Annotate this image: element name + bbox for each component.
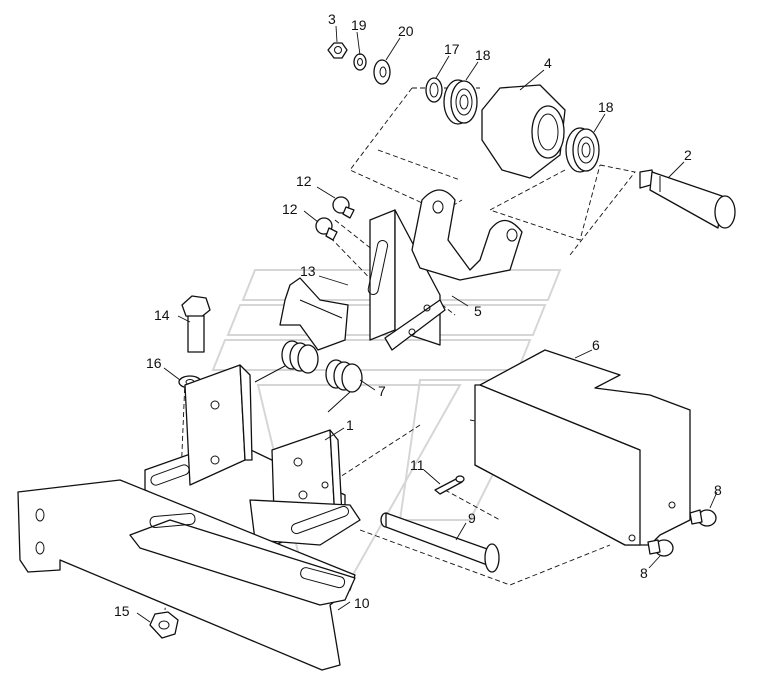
callout-19: 19	[351, 17, 367, 33]
part-4-roller	[481, 84, 566, 179]
callout-17: 17	[444, 41, 460, 57]
part-14-bolt	[181, 295, 211, 353]
callout-5: 5	[474, 303, 482, 319]
part-6-cover	[474, 349, 691, 546]
callout-4: 4	[544, 55, 552, 71]
part-12-bolt-lower	[315, 217, 338, 241]
part-9-pin	[380, 512, 500, 573]
part-13-latch-plate	[279, 277, 349, 351]
part-18-bearing-upper	[443, 79, 478, 125]
callout-15: 15	[114, 603, 130, 619]
part-18-bearing-lower	[565, 127, 600, 173]
callout-16: 16	[146, 355, 162, 371]
callout-12-upper: 12	[296, 173, 312, 189]
part-8-bolt-upper	[689, 509, 717, 527]
part-17-spacer	[425, 77, 443, 103]
callout-18-upper: 18	[475, 47, 491, 63]
callout-numbers: 3 19 20 17 18 4 18 2 12 12 13 5 14 16 7 …	[114, 11, 722, 619]
callout-13: 13	[300, 263, 316, 279]
callout-18-lower: 18	[598, 99, 614, 115]
callout-leader-lines	[136, 25, 718, 623]
callout-8-lower: 8	[640, 565, 648, 581]
callout-2: 2	[684, 147, 692, 163]
part-12-bolt-upper	[332, 196, 355, 219]
callout-10: 10	[354, 595, 370, 611]
callout-7: 7	[378, 383, 386, 399]
callout-6: 6	[592, 337, 600, 353]
callout-12-lower: 12	[282, 201, 298, 217]
part-3-nut	[327, 42, 348, 59]
part-10-base-plate	[17, 479, 356, 671]
part-11-cotter-pin	[434, 475, 465, 495]
callout-11: 11	[410, 457, 425, 473]
callout-14: 14	[154, 307, 170, 323]
callout-1: 1	[346, 417, 354, 433]
callout-9: 9	[468, 510, 476, 526]
part-5-fork-bracket	[367, 189, 523, 351]
part-20-washer	[373, 59, 391, 85]
part-15-nut	[149, 611, 179, 639]
callout-3: 3	[328, 11, 336, 27]
part-7-spring	[254, 340, 363, 413]
callout-20: 20	[398, 23, 414, 39]
callout-8-upper: 8	[714, 482, 722, 498]
part-2-pin	[639, 169, 736, 229]
part-1-main-bracket	[144, 364, 361, 546]
part-19-lock-washer	[353, 53, 367, 71]
part-8-bolt-lower	[647, 539, 674, 557]
